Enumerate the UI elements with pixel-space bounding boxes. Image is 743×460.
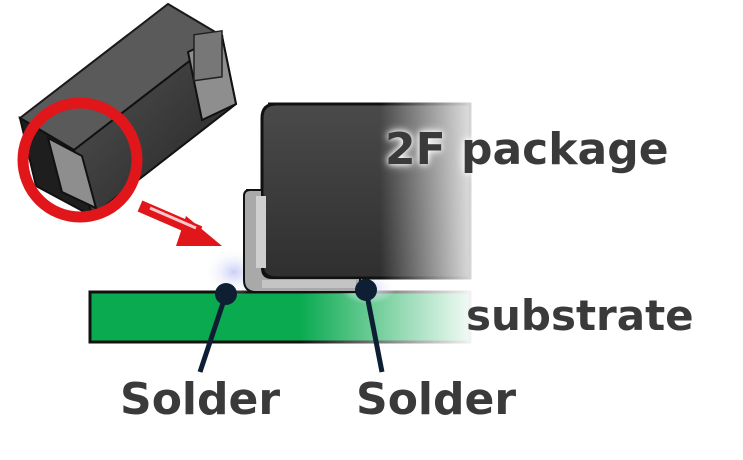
solder-label-right: Solder [356,374,517,425]
solder-label-left: Solder [120,374,281,425]
zoom-arrow-icon [137,200,222,246]
solder-pointer-left [197,293,229,373]
package-label: 2F package [385,124,669,175]
highlight-ring [17,97,143,223]
solder-pointer-right [363,289,385,373]
solder-dot-right [355,279,377,301]
solder-dot-left [215,283,237,305]
inset-chip-3d [18,2,238,218]
substrate-label: substrate [466,291,694,340]
